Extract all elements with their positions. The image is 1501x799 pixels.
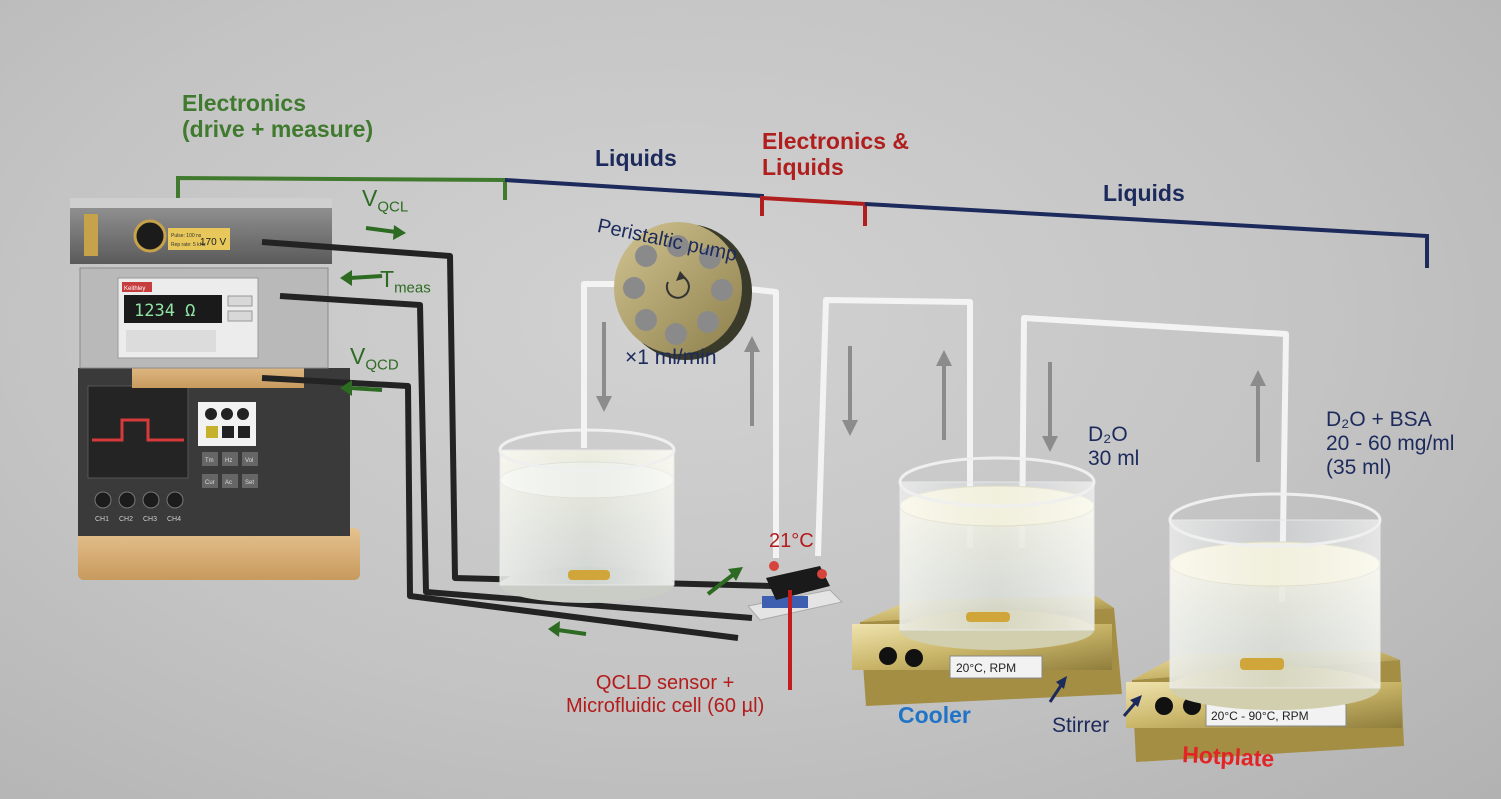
electronics-rack: Tm Hz Vol Cur Ac Set CH1 CH2 CH3 CH4 Kei…	[70, 198, 360, 580]
section-electronics-liquids-label: Electronics & Liquids	[762, 128, 909, 181]
meter-display: 1234 Ω	[134, 301, 195, 321]
tube-d2o-to-bsa	[1019, 315, 1289, 603]
tube-cell-to-d2o	[815, 297, 973, 557]
driver-display: 170 V	[200, 237, 226, 248]
rotation-icon	[665, 275, 690, 299]
scope-btn-label: Ac	[225, 480, 232, 486]
sensor-temperature: 21°C	[769, 530, 814, 552]
stir-bar	[966, 612, 1010, 622]
driver-display-bg	[168, 228, 230, 250]
bracket-liquids-left	[504, 178, 764, 216]
hotplate-label: Hotplate	[1181, 741, 1275, 772]
peristaltic-pump	[614, 222, 752, 360]
section-liquids-left-label: Liquids	[595, 145, 677, 171]
stir-bar	[1240, 658, 1284, 670]
driver-display-small: Rep rate: 5 kHz	[171, 242, 206, 248]
stirrer-pointers	[1048, 676, 1142, 717]
bracket-electronics	[176, 175, 507, 212]
meter-brand: Keithley	[124, 286, 145, 292]
scope-btn-label: Cur	[205, 480, 215, 486]
qcld-sensor-cell	[747, 561, 843, 690]
scope-btn-label: Set	[245, 480, 254, 486]
tube-pump-in	[581, 281, 626, 448]
cooler-display: 20°C, RPM	[956, 661, 1016, 675]
section-electronics-label: Electronics (drive + measure)	[182, 90, 374, 143]
hotplate-display: 20°C - 90°C, RPM	[1211, 709, 1309, 723]
signal-vqcl-label: VQCL	[362, 185, 409, 216]
scope-trace	[92, 418, 184, 442]
tube-pump-out	[739, 285, 779, 558]
cable-vqcd	[261, 375, 739, 641]
section-brackets	[176, 175, 1429, 268]
signal-vqcd-label: VQCD	[350, 343, 399, 374]
stirrer-label: Stirrer	[1052, 714, 1110, 737]
d2o-label: D₂O 30 ml	[1088, 423, 1140, 471]
driver-knob	[133, 219, 167, 253]
flow-arrows	[596, 322, 1266, 462]
tubing	[581, 281, 1289, 603]
channel-label: CH1	[95, 516, 109, 523]
pump-rate: ×1 ml/min	[625, 346, 717, 369]
sensor-label: QCLD sensor + Microfluidic cell (60 µl)	[566, 672, 765, 717]
bracket-liquids-right	[864, 202, 1429, 268]
scope-channels: CH1 CH2 CH3 CH4	[94, 491, 184, 523]
signal-arrows	[340, 225, 743, 637]
cooler-label: Cooler	[898, 702, 971, 728]
reservoir-beaker	[498, 428, 676, 603]
channel-label: CH4	[167, 516, 181, 523]
meter-display-bg	[124, 295, 222, 323]
stir-bar	[568, 570, 610, 580]
channel-label: CH3	[143, 516, 157, 523]
d2o-beaker	[898, 456, 1096, 650]
channel-label: CH2	[119, 516, 133, 523]
scope-buttons: Tm Hz Vol Cur Ac Set	[202, 452, 258, 488]
scope-btn-label: Vol	[245, 458, 253, 464]
section-liquids-right-label: Liquids	[1103, 180, 1185, 206]
bsa-label: D₂O + BSA 20 - 60 mg/ml (35 ml)	[1326, 408, 1455, 480]
bsa-beaker	[1168, 492, 1382, 710]
scope-screen	[87, 385, 189, 479]
bracket-electronics-liquids	[760, 195, 867, 226]
signal-tmeas-label: Tmeas	[380, 266, 431, 297]
driver-display-small: Pulse: 100 ns	[171, 233, 202, 239]
cooler-display-bg	[949, 655, 1043, 679]
scope-btn-label: Tm	[205, 458, 214, 464]
scope-btn-label: Hz	[225, 458, 232, 464]
cable-tmeas	[279, 293, 753, 621]
rack-base-wood	[78, 528, 360, 580]
driver-top	[70, 198, 332, 210]
